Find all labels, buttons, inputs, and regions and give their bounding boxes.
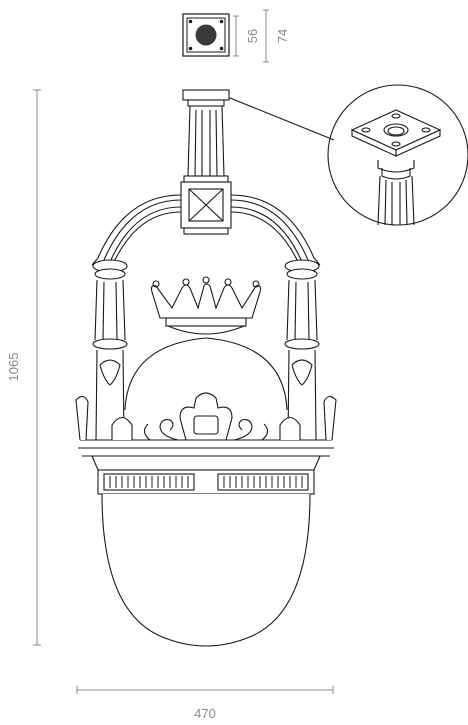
- lantern-elevation: [75, 89, 337, 647]
- height-dimension-line: [33, 89, 41, 646]
- top-view-mount: [182, 13, 230, 57]
- dim-top-outer: 74: [275, 29, 290, 43]
- dim-width: 470: [194, 706, 216, 721]
- detail-callout: [216, 84, 468, 226]
- dim-height: 1065: [6, 353, 21, 382]
- width-dimension-line: [76, 686, 334, 694]
- dim-top-inner: 56: [245, 29, 260, 43]
- top-view-dimensions: [233, 9, 269, 63]
